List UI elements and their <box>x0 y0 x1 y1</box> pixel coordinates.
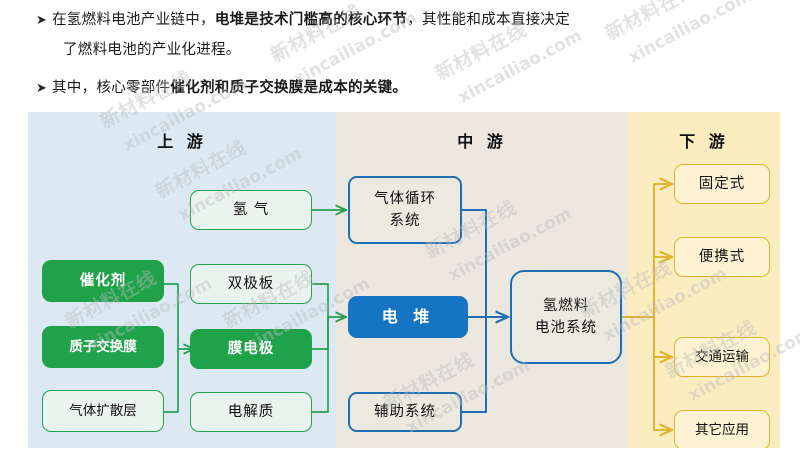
node-hydrogen-label: 氢 气 <box>232 202 270 218</box>
bullet-text-block: ➤ 在氢燃料电池产业链中，电堆是技术门槛高的核心环节，其性能和成本直接决定 了燃料… <box>0 0 800 112</box>
node-gas-diffusion-layer[interactable]: 气体扩散层 <box>42 390 164 432</box>
band-title-upstream: 上 游 <box>157 132 207 151</box>
node-stationary[interactable]: 固定式 <box>674 164 770 204</box>
node-transport[interactable]: 交通运输 <box>674 337 770 377</box>
node-fuel-cell-system[interactable]: 氢燃料 电池系统 <box>510 270 622 364</box>
node-pem-label: 质子交换膜 <box>69 339 137 355</box>
bullet-line-1-cont: 了燃料电池的产业化进程。 <box>63 38 241 62</box>
node-portable[interactable]: 便携式 <box>674 237 770 277</box>
band-title-midstream: 中 游 <box>457 132 507 151</box>
band-title-downstream: 下 游 <box>679 132 729 151</box>
bullet-line-2: ➤ 其中，核心零部件催化剂和质子交换膜是成本的关键。 <box>36 76 407 101</box>
bullet-line-1: ➤ 在氢燃料电池产业链中，电堆是技术门槛高的核心环节，其性能和成本直接决定 <box>36 8 570 33</box>
node-stack[interactable]: 电 堆 <box>348 296 468 338</box>
node-catalyst-label: 催化剂 <box>79 273 127 289</box>
bullet-marker-icon: ➤ <box>36 13 48 28</box>
bullet-text: 在氢燃料电池产业链中， <box>52 12 215 28</box>
connector-lines <box>163 112 780 448</box>
node-auxiliary-label: 辅助系统 <box>374 404 436 420</box>
node-stationary-label: 固定式 <box>698 176 746 192</box>
node-bipolar-plate[interactable]: 双极板 <box>190 264 312 304</box>
node-gas-circulation-line2: 系统 <box>389 213 421 229</box>
bullet-text: ，其性能和成本直接决定 <box>407 12 571 28</box>
node-gdl-label: 气体扩散层 <box>69 403 137 419</box>
bullet-marker-icon: ➤ <box>36 81 48 96</box>
node-gas-circulation-line1: 气体循环 <box>374 191 436 207</box>
node-other-apps-label: 其它应用 <box>695 422 749 438</box>
node-transport-label: 交通运输 <box>695 349 749 365</box>
industry-chain-diagram: 上 游 中 游 下 游 <box>28 112 780 448</box>
node-fc-system-line1: 氢燃料 <box>542 298 590 314</box>
node-gas-circulation-system[interactable]: 气体循环 系统 <box>348 176 462 244</box>
node-electrolyte[interactable]: 电解质 <box>190 392 312 432</box>
node-electrolyte-label: 电解质 <box>227 404 275 420</box>
node-auxiliary-system[interactable]: 辅助系统 <box>348 392 462 432</box>
node-fc-system-line2: 电池系统 <box>535 320 597 336</box>
bullet-text: 了燃料电池的产业化进程。 <box>63 42 241 58</box>
node-bipolar-plate-label: 双极板 <box>227 276 275 292</box>
node-stack-label: 电 堆 <box>381 307 435 326</box>
node-mea-label: 膜电极 <box>227 341 275 357</box>
node-mea[interactable]: 膜电极 <box>190 329 312 369</box>
node-other-applications[interactable]: 其它应用 <box>674 410 770 448</box>
bullet-text: 其中，核心零部件 <box>52 80 171 96</box>
node-catalyst[interactable]: 催化剂 <box>42 260 164 302</box>
node-portable-label: 便携式 <box>698 249 746 265</box>
node-hydrogen[interactable]: 氢 气 <box>190 190 312 230</box>
node-pem[interactable]: 质子交换膜 <box>42 326 164 368</box>
bullet-emphasis: 电堆是技术门槛高的核心环节 <box>214 12 408 28</box>
bullet-emphasis: 催化剂和质子交换膜是成本的关键。 <box>170 80 408 96</box>
